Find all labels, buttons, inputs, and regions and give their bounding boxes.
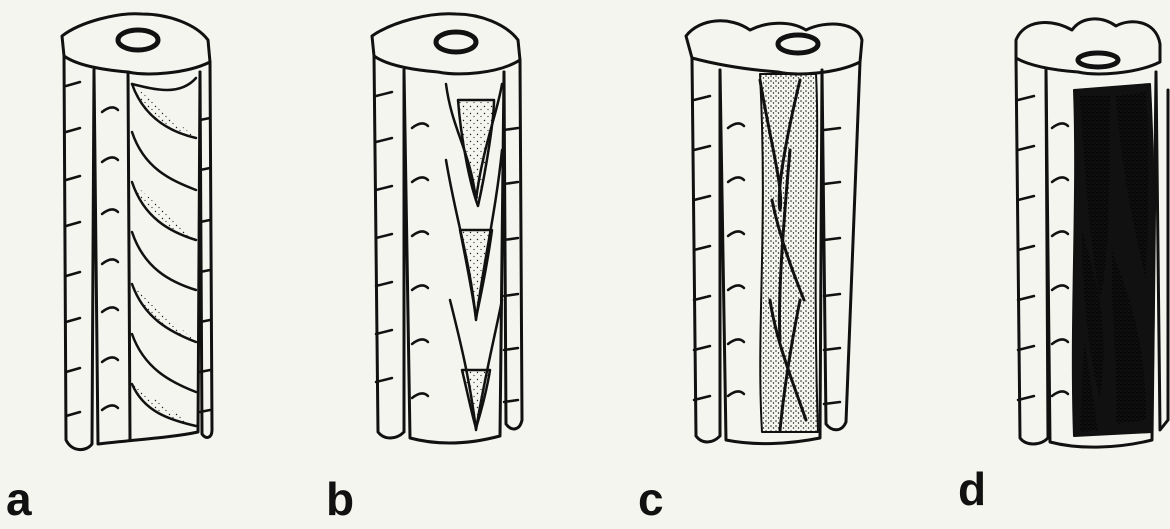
panel-label-b: b — [326, 476, 354, 522]
column-c-drawing — [686, 21, 862, 444]
column-b-drawing — [372, 14, 522, 443]
column-a-drawing — [62, 14, 212, 450]
panel-label-d: d — [958, 466, 986, 512]
panel-label-c: c — [638, 476, 664, 522]
panel-label-a: a — [6, 476, 32, 522]
column-d-drawing — [1016, 19, 1168, 447]
